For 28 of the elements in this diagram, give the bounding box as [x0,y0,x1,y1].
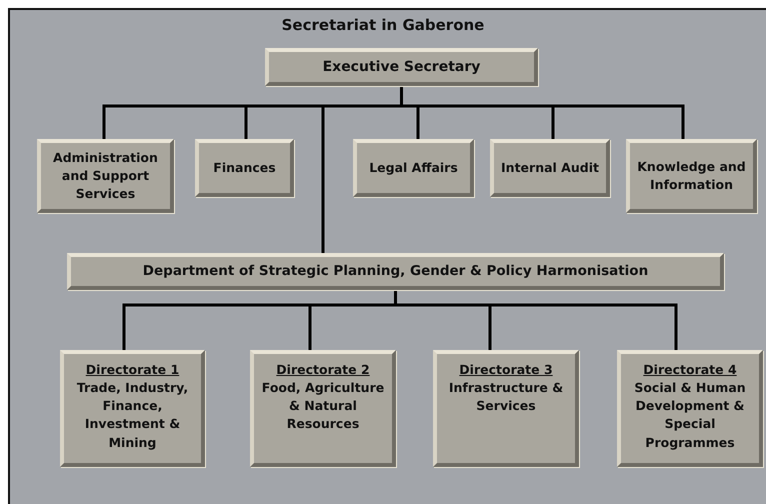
org-box [195,139,294,197]
box-text: Finances [213,158,276,177]
box-text: Administration and Support Services [52,148,159,204]
org-box [617,350,763,467]
org-box [250,350,396,467]
box-text: Trade, Industry, Finance, Investment & Mining [76,379,190,452]
org-box [60,350,205,467]
org-box [265,48,538,86]
box-heading: Directorate 3 [459,361,553,379]
box-text: Infrastructure & Services [448,379,564,416]
org-box [433,350,579,467]
org-box [626,139,757,213]
box-text: Internal Audit [501,158,599,177]
org-box [490,139,610,197]
org-box [37,139,174,213]
box-heading: Directorate 1 [86,361,180,379]
box-text: Executive Secretary [322,58,480,77]
box-text: Social & Human Development & Special Programmes [633,379,747,452]
box-heading: Directorate 4 [643,361,737,379]
box-text: Legal Affairs [369,158,458,177]
connector-line [394,290,678,350]
box-heading: Directorate 2 [276,361,370,379]
org-box [67,253,724,290]
org-box [353,139,474,197]
box-text: Department of Strategic Planning, Gender & Policy Harmonisation [142,262,648,281]
box-text: Knowledge and Information [636,158,747,194]
title: Secretariat in Gaberone [280,16,486,34]
box-text: Food, Agriculture & Natural Resources [260,379,386,434]
